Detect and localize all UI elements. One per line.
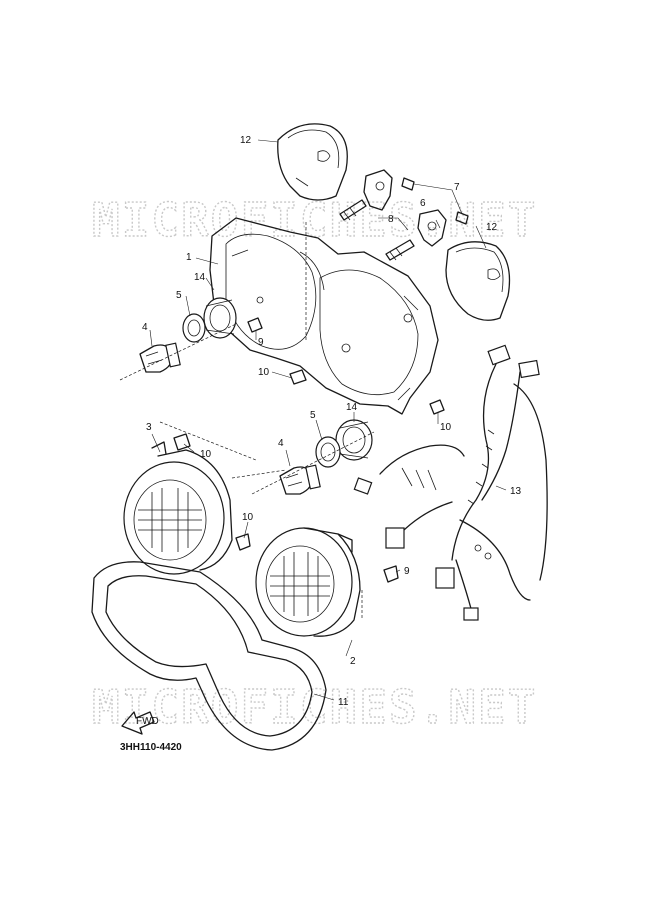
part-1-headlight-housing: [209, 217, 439, 415]
part-14-socket-lower: [335, 419, 373, 461]
part-8-bolts: [339, 199, 415, 261]
callout-11: 11: [338, 697, 349, 708]
part-7-screws: [401, 177, 469, 225]
callout-2: 2: [350, 656, 356, 667]
callout-10-a: 10: [258, 367, 270, 378]
part-12-cover-left: [277, 123, 348, 201]
part-11-rim: [91, 561, 327, 751]
part-10-nuts: [173, 369, 445, 551]
callout-14-upper: 14: [194, 272, 206, 283]
part-9-clip-lower: [383, 565, 399, 583]
callout-6: 6: [420, 198, 426, 209]
callout-5-lower: 5: [310, 410, 316, 421]
callout-1: 1: [186, 252, 192, 263]
callout-9-lower: 9: [404, 566, 410, 577]
callout-9-upper: 9: [258, 337, 264, 348]
fwd-direction-arrow: FWD: [121, 711, 159, 735]
callout-7: 7: [454, 182, 460, 193]
callout-10-d: 10: [242, 512, 254, 523]
watermark-top: MICROFICHES.NET: [92, 193, 537, 247]
leader-lines: [149, 139, 507, 701]
part-5-ring-lower: [315, 436, 341, 468]
callout-10-c: 10: [200, 449, 212, 460]
alignment-lines: [119, 222, 375, 618]
part-5-ring-upper: [182, 313, 206, 343]
callout-12-left: 12: [240, 135, 252, 146]
part-12-cover-right: [445, 241, 511, 321]
part-9-clip-upper: [247, 317, 263, 333]
callout-3: 3: [146, 422, 152, 433]
part-4-bulb-upper: [139, 342, 181, 373]
fwd-label: FWD: [136, 716, 159, 727]
part-14-socket-upper: [203, 297, 237, 339]
callout-8: 8: [388, 214, 394, 225]
callout-4-lower: 4: [278, 438, 284, 449]
callout-10-b: 10: [440, 422, 452, 433]
callout-14-lower: 14: [346, 402, 358, 413]
reference-code: 3HH110-4420: [120, 742, 182, 753]
part-6-bracket: [363, 169, 447, 247]
part-4-bulb-lower: [279, 464, 321, 495]
callout-5-upper: 5: [176, 290, 182, 301]
callout-4-upper: 4: [142, 322, 148, 333]
watermark-bottom: MICROFICHES.NET: [92, 680, 537, 734]
part-2-headlight-right: [255, 527, 361, 637]
part-3-headlight-left: [123, 441, 233, 575]
callout-13: 13: [510, 486, 522, 497]
part-13-wiring-harness: [353, 344, 548, 621]
callout-12-right: 12: [486, 222, 498, 233]
